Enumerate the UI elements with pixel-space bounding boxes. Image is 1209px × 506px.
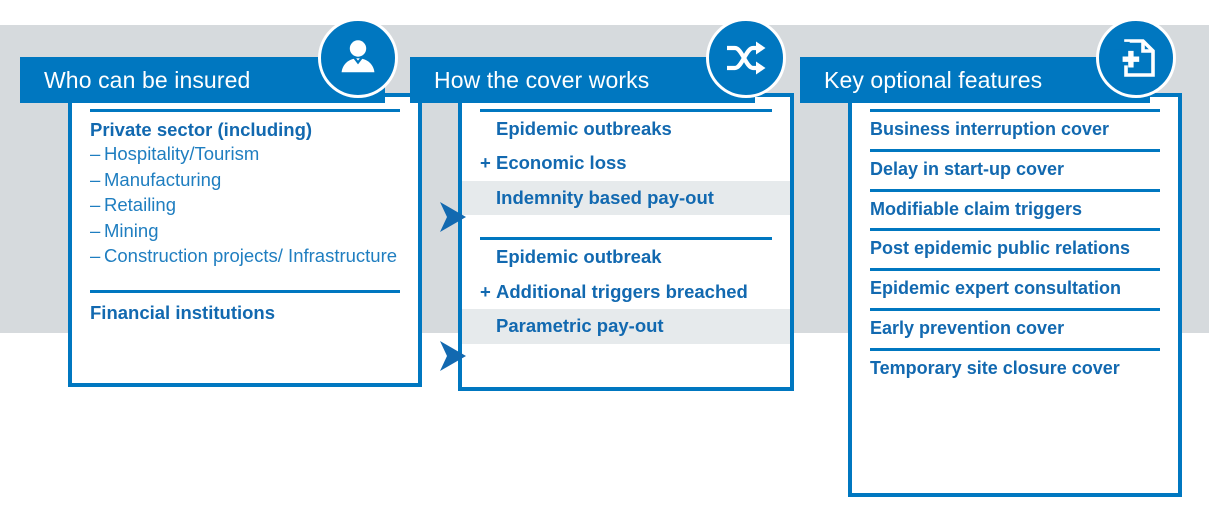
column-header-bar-2: How the cover works	[410, 57, 755, 103]
column-title-3: Key optional features	[824, 66, 1043, 93]
list-item-label: Retailing	[104, 194, 176, 216]
divider-rule	[480, 237, 772, 241]
dash-bullet: –	[90, 219, 101, 241]
list-item: – Retailing	[90, 193, 400, 219]
card-how-the-cover-works: Epidemic outbreaks + Economic loss Indem…	[458, 93, 794, 391]
cover-line-label: Additional triggers breached	[496, 280, 748, 302]
cover-line-label: Economic loss	[496, 152, 627, 174]
plus-symbol: +	[480, 280, 491, 302]
feature-item: Early prevention cover	[870, 317, 1065, 338]
divider-rule	[870, 188, 1160, 192]
dash-bullet: –	[90, 194, 101, 216]
section-heading-private-sector: Private sector (including)	[90, 119, 313, 140]
arrow-marker-parametric-icon	[440, 341, 466, 371]
arrow-marker-indemnity-icon	[440, 202, 466, 232]
card-key-optional-features: Business interruption cover Delay in sta…	[848, 93, 1182, 497]
document-plus-icon-badge	[1096, 18, 1176, 98]
feature-item: Epidemic expert consultation	[870, 278, 1122, 299]
cover-line-label: Epidemic outbreak	[496, 246, 662, 268]
cover-line: + Additional triggers breached	[480, 275, 772, 309]
cover-line-label: Epidemic outbreaks	[496, 118, 672, 139]
payout-line-indemnity: Indemnity based pay-out	[462, 180, 790, 216]
divider-rule	[480, 109, 772, 112]
person-icon-badge	[318, 18, 398, 98]
dash-bullet: –	[90, 168, 101, 190]
document-plus-icon	[1114, 39, 1155, 77]
person-icon	[341, 40, 375, 73]
list-item: – Mining	[90, 219, 400, 245]
payout-line-parametric: Parametric pay-out	[462, 309, 790, 344]
column-header-bar-3: Key optional features	[800, 57, 1150, 103]
plus-symbol: +	[480, 152, 491, 174]
list-item-label: Construction projects/ Infrastructure	[104, 245, 398, 267]
feature-item: Post epidemic public relations	[870, 238, 1131, 259]
divider-rule	[870, 228, 1160, 232]
divider-rule	[870, 307, 1160, 311]
feature-item: Business interruption cover	[870, 119, 1110, 139]
list-item: – Construction projects/ Infrastructure	[90, 244, 400, 270]
payout-line-label: Parametric pay-out	[496, 315, 664, 337]
cover-line: Epidemic outbreaks	[480, 112, 772, 146]
list-item-label: Mining	[104, 219, 159, 241]
column-title-2: How the cover works	[434, 66, 650, 93]
group-separator	[476, 215, 776, 237]
cover-line: + Economic loss	[480, 146, 772, 180]
section-heading-financial-institutions: Financial institutions	[90, 301, 276, 323]
list-item: – Manufacturing	[90, 168, 400, 194]
feature-item: Modifiable claim triggers	[870, 198, 1083, 219]
list-item-label: Manufacturing	[104, 168, 222, 190]
feature-item: Delay in start-up cover	[870, 158, 1065, 179]
divider-rule	[870, 268, 1160, 272]
shuffle-arrows-icon	[727, 41, 766, 75]
payout-line-label: Indemnity based pay-out	[496, 186, 714, 208]
cover-line: Epidemic outbreak	[480, 240, 772, 274]
list-item-label: Hospitality/Tourism	[104, 143, 260, 164]
divider-rule	[870, 347, 1160, 351]
divider-rule	[90, 109, 400, 112]
divider-rule	[870, 148, 1160, 152]
shuffle-arrows-icon-badge	[706, 18, 786, 98]
column-title-1: Who can be insured	[44, 66, 251, 93]
list-item: – Hospitality/Tourism	[90, 142, 400, 168]
dash-bullet: –	[90, 245, 101, 267]
card-who-can-be-insured: Private sector (including) – Hospitality…	[68, 93, 422, 387]
dash-bullet: –	[90, 143, 101, 164]
feature-item: Temporary site closure cover	[870, 357, 1120, 378]
divider-rule	[870, 109, 1160, 112]
divider-rule	[90, 289, 400, 293]
